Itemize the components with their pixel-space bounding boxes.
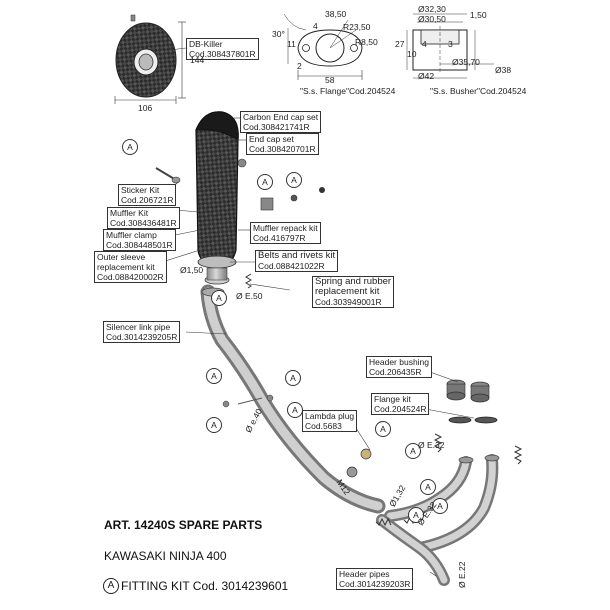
fitting-kit-marker: A xyxy=(408,507,424,523)
flange-angle: 30° xyxy=(272,29,285,39)
hardware-drawing xyxy=(155,158,325,408)
fitting-kit-text: FITTING KIT Cod. 3014239601 xyxy=(121,579,289,593)
fitting-kit-marker: A xyxy=(432,498,448,514)
busher-dim-32: Ø32,30 xyxy=(418,4,446,14)
flange-dim-2: 2 xyxy=(297,61,302,71)
busher-dim-150: 1,50 xyxy=(470,10,487,20)
flange-dim-4: 4 xyxy=(313,21,318,31)
header-bushings-drawing xyxy=(446,379,498,424)
fitting-kit-badge: A xyxy=(103,578,119,594)
flange-dim-r23: R23,50 xyxy=(343,22,371,32)
fitting-kit-marker: A xyxy=(375,421,391,437)
db-killer-drawing xyxy=(114,14,187,104)
fitting-kit-marker: A xyxy=(405,443,421,459)
fitting-kit-marker: A xyxy=(206,368,222,384)
flange-dim-38: 38,50 xyxy=(325,9,347,19)
pipe-dim-t150: Ø1,50 xyxy=(180,265,204,275)
db-killer-width: 106 xyxy=(138,103,153,113)
pipe-dim-e50: Ø E.50 xyxy=(236,291,263,301)
flange-dim-11: 11 xyxy=(287,39,296,49)
flange-drawing xyxy=(283,13,363,80)
silencer-drawing xyxy=(195,111,239,285)
fitting-kit-marker: A xyxy=(122,139,138,155)
busher-dim-30: Ø30,50 xyxy=(418,14,446,24)
busher-dim-35: Ø35,70 xyxy=(452,57,480,67)
busher-dim-10: 10 xyxy=(407,49,417,59)
fitting-kit-marker: A xyxy=(206,417,222,433)
model-name: KAWASAKI NINJA 400 xyxy=(104,549,227,563)
busher-dim-3: 3 xyxy=(448,39,453,49)
flange-caption: "S.s. Flange"Cod.204524 xyxy=(300,86,396,96)
busher-dim-42: Ø42 xyxy=(418,71,435,81)
fitting-kit-marker: A xyxy=(285,370,301,386)
fitting-kit-marker: A xyxy=(286,172,302,188)
fitting-kit-marker: A xyxy=(287,402,303,418)
fitting-kit-marker: A xyxy=(211,290,227,306)
fitting-kit-marker: A xyxy=(257,174,273,190)
busher-dim-38: Ø38 xyxy=(495,65,512,75)
pipes-drawing xyxy=(200,284,500,586)
flange-dim-r8: R8,50 xyxy=(355,37,378,47)
busher-dim-27: 27 xyxy=(395,39,405,49)
diagram-title: ART. 14240S SPARE PARTS xyxy=(104,518,263,532)
busher-drawing xyxy=(406,13,494,79)
busher-caption: "S.s. Busher"Cod.204524 xyxy=(430,86,527,96)
db-killer-height: 144 xyxy=(190,55,205,65)
pipe-dim-e22: Ø E.22 xyxy=(457,561,467,588)
busher-dim-4: 4 xyxy=(422,39,427,49)
flange-dim-58: 58 xyxy=(325,75,335,85)
fitting-kit-marker: A xyxy=(420,479,436,495)
pipe-dim-e32a: Ø E.32 xyxy=(418,440,445,450)
